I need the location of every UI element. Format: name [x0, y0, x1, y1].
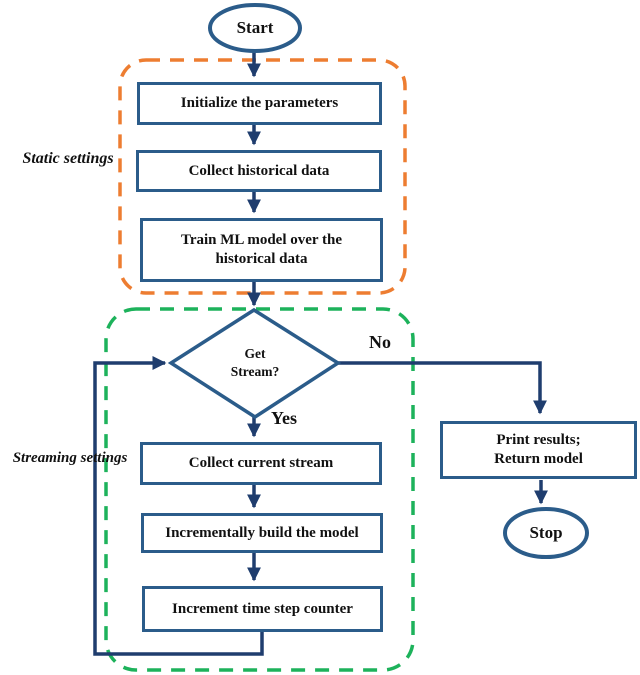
get-stream-decision-shape: [167, 307, 342, 420]
stop-terminal-label: Stop: [529, 523, 563, 542]
static-settings-container: [118, 58, 407, 295]
incrementally-build-model-box: Incrementally build the model: [141, 513, 383, 553]
static-settings-label: Static settings: [22, 150, 114, 167]
loopback-counter-to-decision: [93, 356, 264, 656]
yes-branch-label: Yes: [271, 408, 297, 428]
streaming-settings-label: Streaming settings: [12, 450, 128, 466]
no-branch-label: No: [369, 332, 391, 352]
initialize-parameters-box: Initialize the parameters: [137, 82, 382, 125]
collect-historical-data-box: Collect historical data: [136, 150, 382, 192]
streaming-settings-container: [104, 307, 415, 672]
get-stream-decision-label: Get Stream?: [230, 345, 280, 379]
print-results-box: Print results; Return model: [440, 421, 637, 479]
stop-terminal-shape: [503, 507, 589, 559]
collect-current-stream-box: Collect current stream: [140, 442, 382, 485]
increment-time-step-box: Increment time step counter: [142, 586, 383, 632]
start-terminal-shape: [208, 3, 302, 53]
start-terminal-label: Start: [236, 18, 274, 37]
arrow-no-branch-to-print: [338, 361, 547, 415]
train-ml-model-box: Train ML model over the historical data: [140, 218, 383, 282]
